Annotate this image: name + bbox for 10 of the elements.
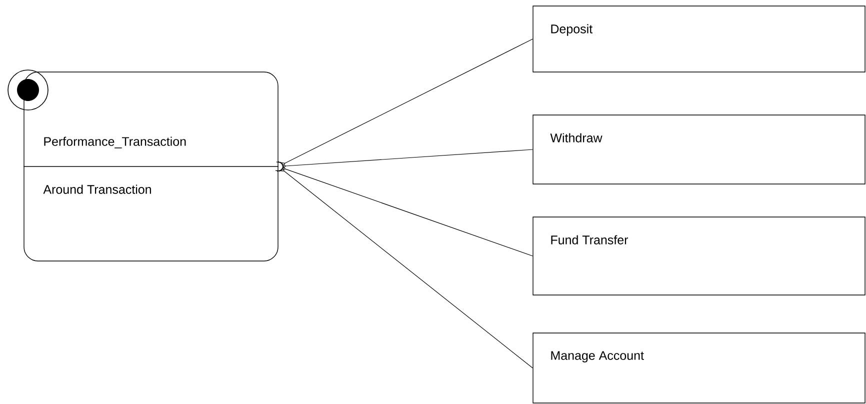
connector	[276, 162, 533, 256]
connector	[276, 38, 533, 172]
activity-box: Withdraw	[532, 114, 866, 184]
connector	[278, 149, 533, 172]
activity-box: Fund Transfer	[532, 216, 866, 296]
activity-box: Deposit	[532, 6, 866, 72]
initial-state	[8, 70, 48, 110]
activity-box: Manage Account	[532, 332, 866, 404]
state-box: Performance_Transaction Around Transaction	[23, 72, 279, 262]
connector	[275, 162, 533, 368]
